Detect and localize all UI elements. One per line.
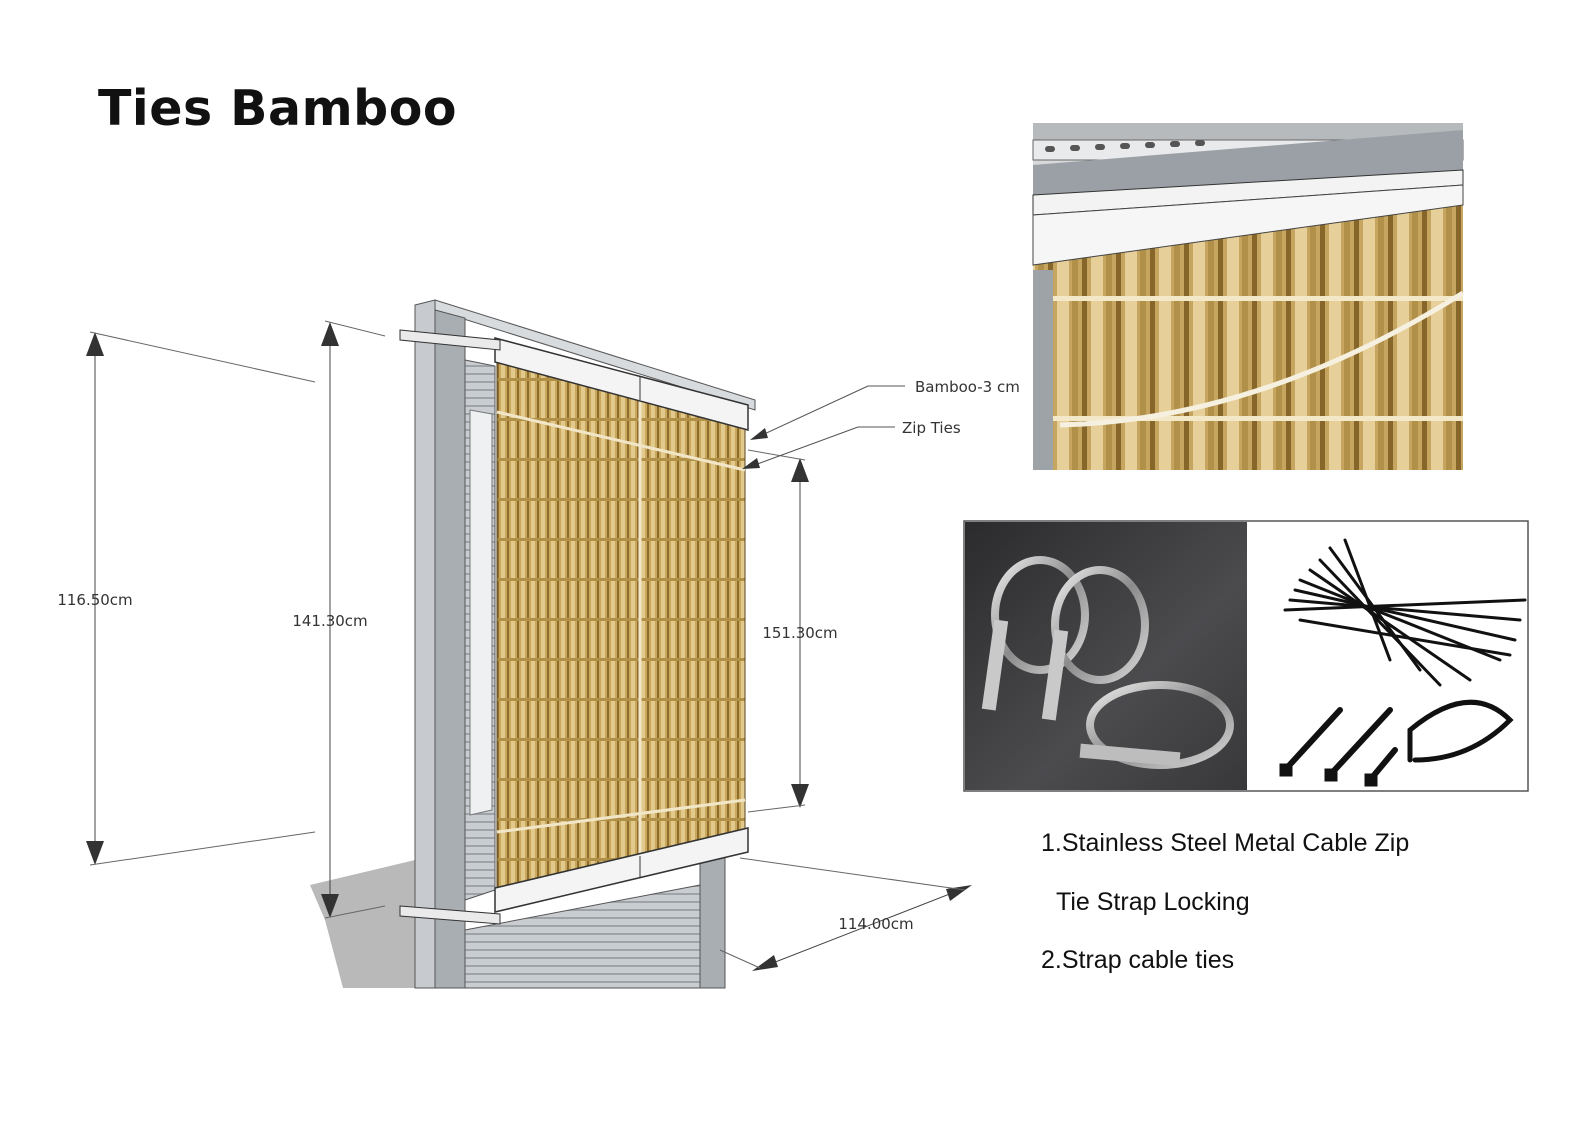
dimension-151: 151.30cm: [747, 449, 838, 813]
caption-line-1: 1.Stainless Steel Metal Cable Zip: [1041, 829, 1410, 857]
stainless-steel-ties-photo: [965, 522, 1247, 790]
plastic-cable-ties-photo: [1279, 538, 1527, 787]
dimension-116-label: 116.50cm: [57, 591, 132, 609]
bracket-top: [399, 329, 501, 351]
wall-column-side: [414, 299, 436, 989]
window-glass: [469, 409, 493, 816]
wall-top: [434, 299, 756, 411]
caption-line-3: 2.Strap cable ties: [1041, 946, 1235, 974]
lower-shutter: [464, 884, 701, 989]
dimension-116: 116.50cm: [57, 331, 316, 866]
zip-tie-line-top: [496, 410, 746, 472]
callout-zip-ties: Zip Ties: [742, 419, 961, 469]
bottom-rail: [494, 827, 749, 913]
bracket-bottom: [399, 905, 501, 925]
dimension-141: 141.30cm: [292, 320, 386, 919]
callout-zip-label: Zip Ties: [902, 419, 961, 437]
page-title: Ties Bamboo: [98, 80, 458, 137]
shadow: [310, 860, 415, 988]
photo-panels: [963, 520, 1529, 792]
dimension-114-label: 114.00cm: [838, 915, 913, 933]
callout-bamboo: Bamboo-3 cm: [750, 378, 1020, 440]
wall-right-post: [699, 854, 726, 989]
dimension-114: 114.00cm: [719, 857, 972, 971]
dimension-141-label: 141.30cm: [292, 612, 367, 630]
wall-left-post: [434, 309, 466, 989]
detail-closeup-image: [1032, 123, 1465, 470]
top-rail: [494, 337, 749, 431]
zip-tie-line-bottom: [496, 798, 746, 834]
bamboo-screen-model: [310, 299, 756, 989]
dimension-151-label: 151.30cm: [762, 624, 837, 642]
callout-bamboo-label: Bamboo-3 cm: [915, 378, 1020, 396]
caption-line-2: Tie Strap Locking: [1056, 888, 1250, 916]
